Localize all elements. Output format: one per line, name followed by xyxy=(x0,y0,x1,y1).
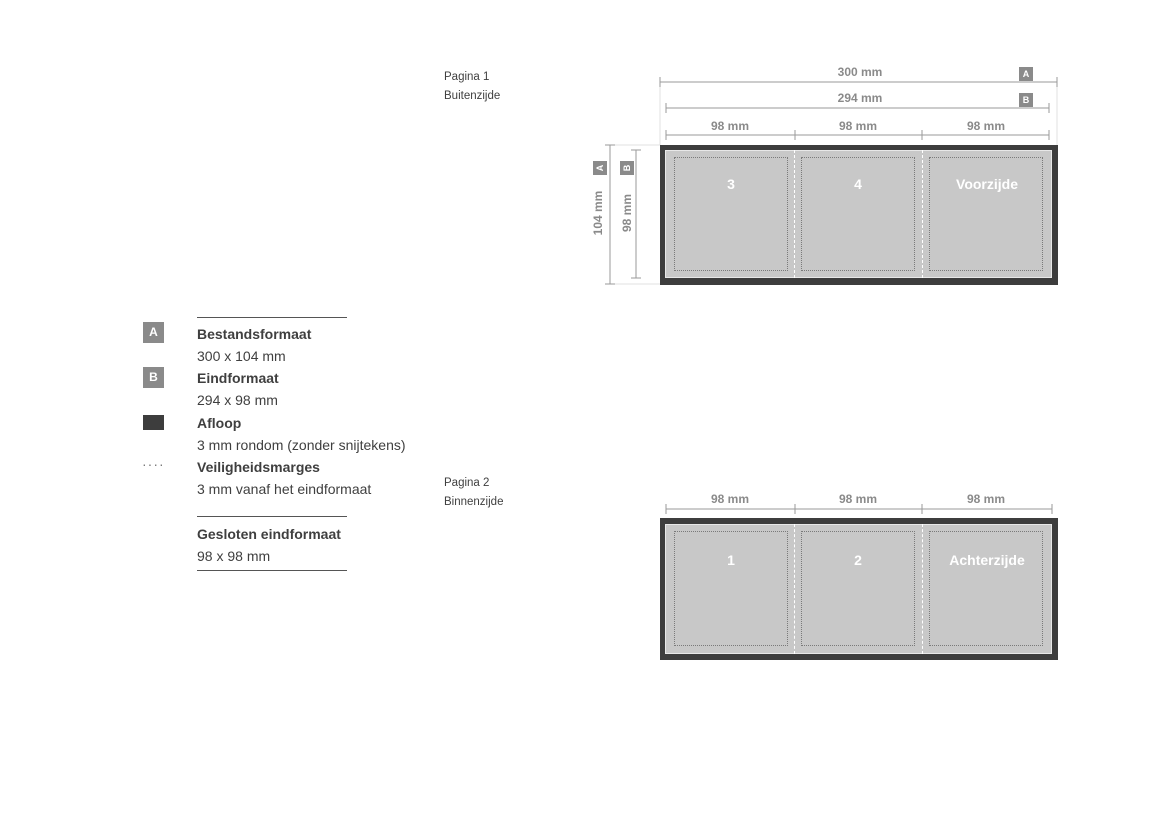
page2-side: Binnenzijde xyxy=(444,496,504,508)
page1-panel-width-label: 98 mm xyxy=(710,119,750,133)
page1-panel-label: Voorzijde xyxy=(956,176,1018,192)
safety-margin-box xyxy=(929,531,1043,646)
page1-panel-label: 3 xyxy=(727,176,735,192)
safety-margin-box xyxy=(801,531,915,646)
page1-final-badge-icon: B xyxy=(1019,93,1033,107)
legend-bleed-value: 3 mm rondom (zonder snijtekens) xyxy=(197,437,406,453)
page1-height-a-badge-icon: A xyxy=(593,161,607,175)
page1-label: Pagina 1 Buitenzijde xyxy=(444,68,500,106)
safety-dots-icon: ···· xyxy=(142,456,165,472)
bleed-swatch-icon xyxy=(143,415,164,430)
legend-final-format-value: 294 x 98 mm xyxy=(197,392,278,408)
legend-safety-title: Veiligheidsmarges xyxy=(197,459,320,475)
legend-file-format-title: Bestandsformaat xyxy=(197,326,312,342)
legend-top-rule xyxy=(197,317,347,318)
badge-a-icon: A xyxy=(143,322,164,343)
legend-final-format-title: Eindformaat xyxy=(197,370,279,386)
safety-margin-box xyxy=(929,157,1043,271)
page2-bleed-area: 1 2 Achterzijde xyxy=(660,518,1058,660)
safety-margin-box xyxy=(674,157,788,271)
page2-panel-label: 1 xyxy=(727,552,735,568)
page1-panel-width-label: 98 mm xyxy=(966,119,1006,133)
legend-closed-value: 98 x 98 mm xyxy=(197,548,271,564)
fold-line xyxy=(922,150,923,278)
page1-title: Pagina 1 xyxy=(444,71,490,83)
legend-mid-rule xyxy=(197,516,347,517)
badge-b-icon: B xyxy=(143,367,164,388)
page1-total-width-label: 300 mm xyxy=(810,65,910,79)
legend-safety-value: 3 mm vanaf het eindformaat xyxy=(197,481,372,497)
fold-line xyxy=(794,524,795,654)
page2-panel-label: Achterzijde xyxy=(949,552,1025,568)
fold-line xyxy=(794,150,795,278)
page1-final-area xyxy=(665,150,1052,278)
page2-label: Pagina 2 Binnenzijde xyxy=(444,474,503,512)
safety-margin-box xyxy=(801,157,915,271)
page1-final-width-label: 294 mm xyxy=(810,91,910,105)
legend-closed-title: Gesloten eindformaat xyxy=(197,526,341,542)
page1-bleed-area: 3 4 Voorzijde xyxy=(660,145,1058,285)
fold-line xyxy=(922,524,923,654)
page1-final-height-label: 98 mm xyxy=(620,183,634,243)
page2-final-area xyxy=(665,524,1052,654)
page2-title: Pagina 2 xyxy=(444,477,490,489)
page1-panel-label: 4 xyxy=(854,176,862,192)
page1-file-height-label: 104 mm xyxy=(591,183,605,243)
legend-bleed-title: Afloop xyxy=(197,415,242,431)
page2-panel-width-label: 98 mm xyxy=(838,492,878,506)
page2-panel-width-label: 98 mm xyxy=(710,492,750,506)
page1-total-badge-icon: A xyxy=(1019,67,1033,81)
legend-bottom-rule xyxy=(197,570,347,571)
page2-panel-label: 2 xyxy=(854,552,862,568)
page1-panel-width-label: 98 mm xyxy=(838,119,878,133)
page2-panel-width-label: 98 mm xyxy=(966,492,1006,506)
page1-height-b-badge-icon: B xyxy=(620,161,634,175)
safety-margin-box xyxy=(674,531,788,646)
page1-side: Buitenzijde xyxy=(444,90,501,102)
legend-file-format-value: 300 x 104 mm xyxy=(197,348,286,364)
